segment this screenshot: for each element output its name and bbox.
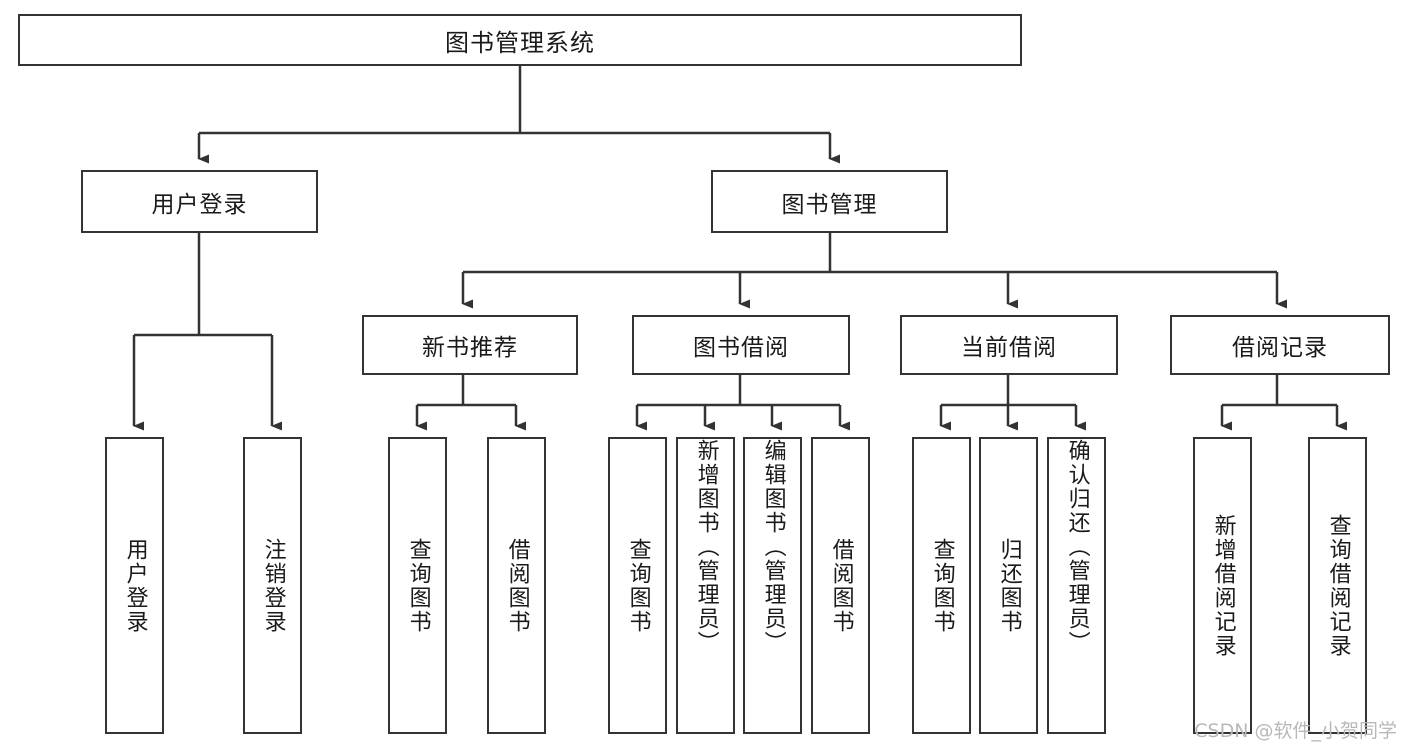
node-new-book-recommend[interactable]: 新书推荐 [362,315,578,375]
node-book-management[interactable]: 图书管理 [711,170,948,233]
leaf-label: 用户登录 [122,537,148,634]
leaf-add-book-admin[interactable]: 新增图书（管理员） [676,437,735,734]
leaf-label: 查询图书 [405,537,431,634]
leaf-label: 借阅图书 [504,537,530,634]
leaf-label: 编辑图书（管理员） [760,439,786,655]
leaf-query-borrow-record[interactable]: 查询借阅记录 [1308,437,1367,734]
leaf-label: 注销登录 [260,537,286,634]
leaf-borrow-book[interactable]: 借阅图书 [811,437,870,734]
leaf-label: 查询图书 [625,537,651,634]
leaf-user-login[interactable]: 用户登录 [105,437,164,734]
leaf-label: 查询图书 [929,537,955,634]
leaf-label: 借阅图书 [828,537,854,634]
node-current-borrow[interactable]: 当前借阅 [900,315,1118,375]
leaf-query-book-current[interactable]: 查询图书 [912,437,971,734]
leaf-query-book-borrow[interactable]: 查询图书 [608,437,667,734]
leaf-return-book[interactable]: 归还图书 [979,437,1038,734]
node-book-borrow[interactable]: 图书借阅 [632,315,850,375]
node-root-system[interactable]: 图书管理系统 [18,14,1022,66]
leaf-borrow-book-recommend[interactable]: 借阅图书 [487,437,546,734]
node-user-login[interactable]: 用户登录 [81,170,318,233]
leaf-label: 确认归还（管理员） [1064,439,1090,655]
leaf-label: 归还图书 [996,537,1022,634]
leaf-query-book-recommend[interactable]: 查询图书 [388,437,447,734]
node-borrow-record[interactable]: 借阅记录 [1170,315,1390,375]
leaf-add-borrow-record[interactable]: 新增借阅记录 [1193,437,1252,734]
leaf-label: 新增图书（管理员） [693,439,719,655]
leaf-user-logout[interactable]: 注销登录 [243,437,302,734]
leaf-edit-book-admin[interactable]: 编辑图书（管理员） [743,437,802,734]
leaf-label: 新增借阅记录 [1210,513,1236,658]
leaf-label: 查询借阅记录 [1325,513,1351,658]
leaf-confirm-return-admin[interactable]: 确认归还（管理员） [1047,437,1106,734]
